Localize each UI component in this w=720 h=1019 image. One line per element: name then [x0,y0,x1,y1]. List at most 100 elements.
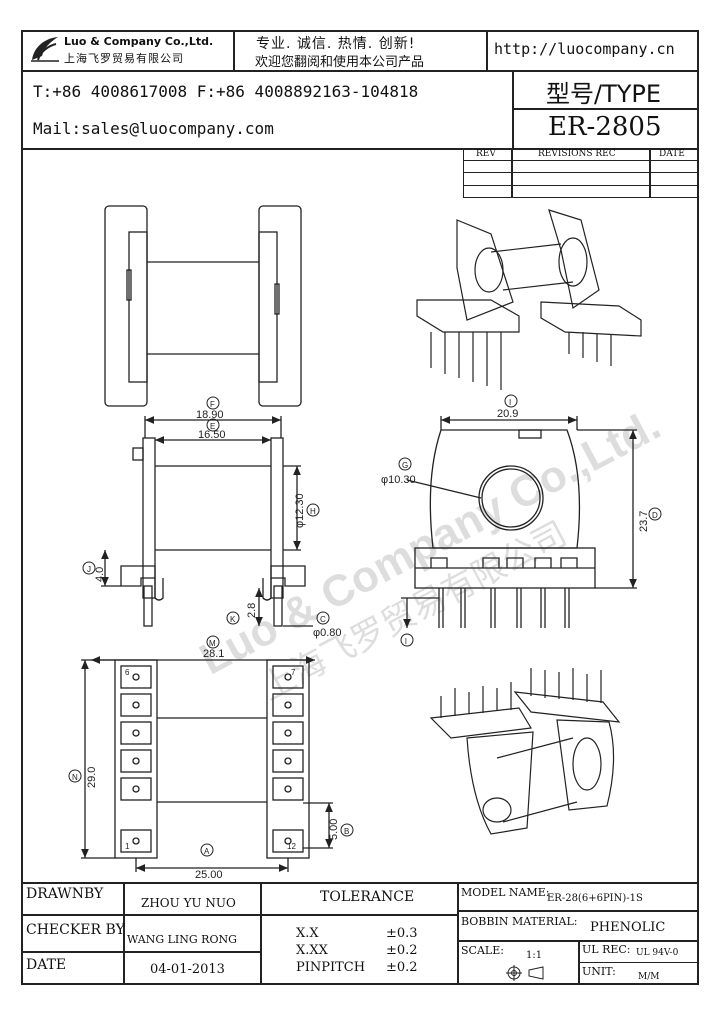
ul-label: UL REC: [582,943,631,956]
scale-value: 1:1 [526,950,543,961]
company-name-cn: 上海飞罗贸易有限公司 [64,52,184,65]
bottom-view [81,656,333,872]
info-divider [21,148,699,150]
dim-h-value: φ12.30 [294,493,306,528]
dim-m-value: 28.1 [203,648,224,660]
title-block-top [21,882,699,884]
tb-v3 [457,882,459,985]
slogan-line-2: 欢迎您翻阅和使用本公司产品 [255,55,425,70]
material-label: BOBBIN MATERIAL: [461,915,578,928]
company-name-en: Luo & Company Co.,Ltd. [64,35,214,48]
rev-col-divider-1 [511,148,513,198]
rev-col-divider-2 [649,148,651,198]
tb-h6 [578,962,699,963]
checker-label: CHECKER BY [26,922,125,938]
unit-label: UNIT: [582,965,616,978]
watermark-text: Luo & Company Co.,Ltd. [192,400,668,684]
dim-n-value: 29.0 [86,767,98,788]
company-logo-icon [31,37,59,62]
tol-x-value: ±0.3 [386,926,418,941]
dim-e-letter: E [210,422,215,431]
dim-f-value: 18.90 [196,409,224,421]
tolerance-label: TOLERANCE [320,889,415,905]
pin-1-label: 1 [125,842,130,851]
dim-m-letter: M [209,639,216,648]
tb-h2 [21,951,260,953]
dim-k-letter: K [230,615,236,624]
revision-table [463,148,699,198]
dim-a-letter: A [204,847,210,856]
checker-value: WANG LING RONG [127,933,237,946]
dim-j-letter: J [87,565,91,574]
date-col-header: DATE [659,149,685,159]
tol-pin-label: PINPITCH [296,960,366,975]
website-link[interactable]: http://luocompany.cn [494,40,675,58]
bottom-view-dimensions: M 28.1 N 29.0 A 25.00 5.00 B 6 7 1 12 [68,635,354,881]
rev-row-line-2 [463,172,699,173]
tol-xx-value: ±0.2 [386,943,418,958]
technical-drawing: Luo & Company Co.,Ltd. 上海飞罗贸易有限公司 [68,205,668,881]
tb-h1 [21,914,260,916]
iso-view-bottom [429,668,621,835]
email-address[interactable]: Mail:sales@luocompany.com [33,119,274,138]
tb-v2 [260,882,262,985]
tb-h5 [457,940,699,942]
unit-value: M/M [638,972,660,982]
rec-col-header: REVISIONS REC [538,149,616,159]
phone-fax: T:+86 4008617008 F:+86 4008892163-104818 [33,82,419,101]
slogan-line-1: 专业. 诚信. 热情. 创新! [256,36,416,52]
type-label: 型号/TYPE [546,80,662,108]
side-view-dimensions: F 18.90 E 16.50 φ12.30 H J 4.0 K 2.8 C φ… [82,396,342,639]
header-divider [21,70,699,72]
drawnby-label: DRAWNBY [26,886,104,902]
front-view-dimensions: I 20.9 G φ10.30 23.7 D l [381,394,662,647]
dim-k-value: 2.8 [246,603,258,618]
dim-i-letter: I [509,398,511,407]
projection-symbol-icon [506,965,544,981]
tol-xx-label: X.XX [296,943,328,958]
iso-view-top [416,209,642,390]
tb-h4 [457,910,699,912]
dim-d-value: 23.7 [638,511,650,532]
dim-l-letter: l [405,637,407,646]
header-divider-v1 [233,30,235,70]
material-value: PHENOLIC [590,920,666,935]
dim-g-letter: G [402,461,408,470]
tol-pin-value: ±0.2 [386,960,418,975]
tb-v1 [123,882,125,985]
drawnby-value: ZHOU YU NUO [141,896,236,910]
dim-a-value: 25.00 [195,869,223,881]
dim-i-value: 20.9 [497,408,518,420]
front-view [401,416,637,628]
top-view [104,205,302,407]
dim-h-letter: H [310,507,316,516]
rev-col-header: REV [476,149,496,159]
side-view [101,416,313,627]
dim-e-value: 16.50 [198,429,226,441]
pin-12-label: 12 [287,842,296,851]
dim-j-value: 4.0 [94,567,106,582]
rev-row-line-3 [463,185,699,186]
model-value: ER-28(6+6PIN)-1S [547,893,643,904]
pin-6-label: 6 [125,668,130,677]
dim-f-letter: F [210,400,215,409]
dim-d-letter: D [652,511,658,520]
dim-c-value: φ0.80 [313,627,342,639]
dim-b-letter: B [344,827,349,836]
type-box-mid [512,108,699,110]
scale-label: SCALE: [461,944,504,957]
drawing-frame [21,30,699,985]
type-value: ER-2805 [548,112,662,142]
date-label: DATE [26,957,67,973]
pin-7-label: 7 [291,668,296,677]
model-label: MODEL NAME: [461,886,550,899]
dim-g-value: φ10.30 [381,474,416,486]
header-divider-v2 [486,30,488,70]
dim-b-value: 5.00 [328,819,340,840]
ul-value: UL 94V-0 [636,948,679,958]
tb-h3 [260,914,457,916]
rev-row-line-1 [463,160,699,161]
tol-x-label: X.X [296,926,319,941]
date-value: 04-01-2013 [150,962,225,977]
dim-n-letter: N [72,773,78,782]
